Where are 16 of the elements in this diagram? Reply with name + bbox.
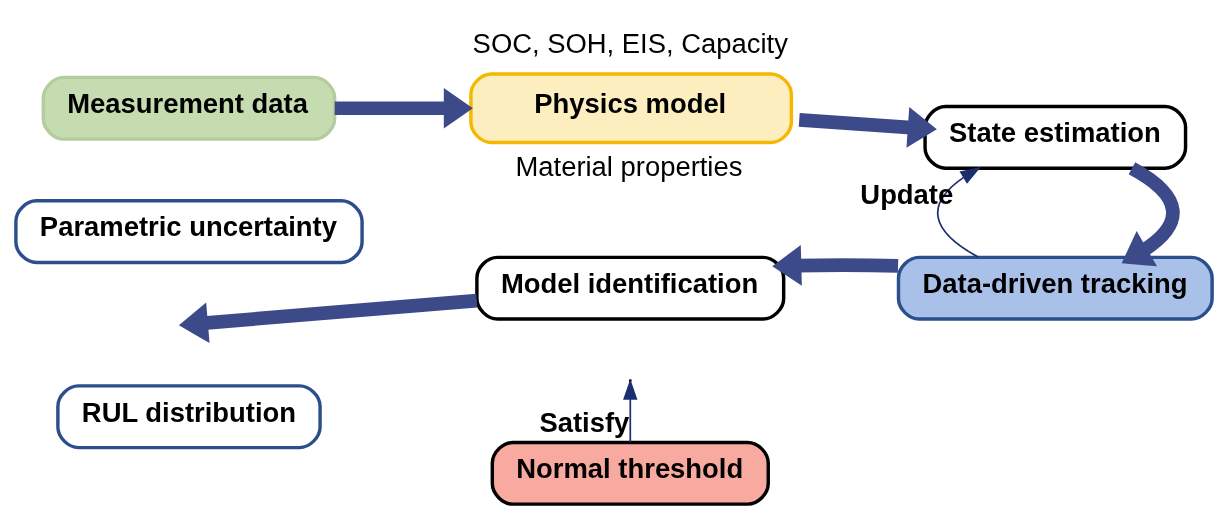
arrow	[772, 244, 899, 286]
arrow	[178, 293, 478, 343]
node-box: Model identification	[475, 255, 786, 321]
edge-label: Satisfy	[539, 406, 630, 438]
arrow	[334, 87, 473, 129]
node-label: SOC, SOH, EIS, Capacity	[472, 27, 788, 59]
node-box: Measurement data	[41, 75, 337, 141]
node-box: Data-driven tracking	[896, 255, 1214, 321]
node-label: Material properties	[515, 150, 743, 182]
arrow	[798, 106, 937, 148]
node-box: State estimation	[923, 104, 1188, 170]
arrow	[936, 166, 981, 258]
node-box: Normal threshold	[490, 440, 770, 506]
node-box: Parametric uncertainty	[14, 198, 364, 264]
node-box: RUL distribution	[56, 383, 322, 449]
arrow	[1121, 161, 1180, 266]
